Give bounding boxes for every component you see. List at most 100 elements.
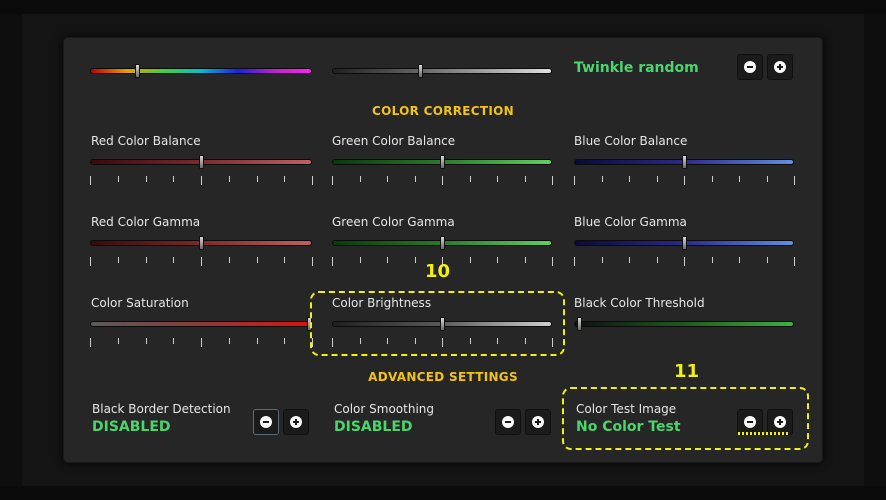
callout-number-10: 10 bbox=[425, 261, 451, 282]
smoothing-label: Color Smoothing bbox=[334, 402, 435, 416]
tick-mark bbox=[469, 338, 471, 344]
blue-gamma-slider[interactable] bbox=[574, 236, 794, 250]
red-gamma-slider[interactable] bbox=[90, 236, 312, 250]
rainbow-slider[interactable] bbox=[90, 64, 312, 78]
brightness-ticks bbox=[332, 338, 553, 348]
settings-panel: Twinkle random COLOR CORRECTION Red Colo… bbox=[64, 38, 822, 462]
tick-mark bbox=[469, 176, 471, 182]
effect-value: Twinkle random bbox=[574, 60, 699, 76]
blue-gamma-thumb[interactable] bbox=[682, 236, 687, 250]
tick-mark bbox=[201, 176, 202, 185]
threshold-thumb[interactable] bbox=[577, 317, 583, 331]
tick-mark bbox=[90, 176, 91, 185]
tick-mark bbox=[387, 257, 388, 263]
right-frame bbox=[864, 14, 886, 486]
tick-mark bbox=[601, 257, 603, 263]
tick-mark bbox=[256, 338, 258, 344]
tick-mark bbox=[552, 176, 553, 185]
callout-number-11: 11 bbox=[674, 361, 700, 382]
tick-mark bbox=[201, 257, 202, 266]
green-balance-slider[interactable] bbox=[332, 155, 552, 169]
tick-mark bbox=[739, 257, 740, 263]
red-balance-slider[interactable] bbox=[90, 155, 312, 169]
green-gamma-slider[interactable] bbox=[332, 236, 552, 250]
tick-mark bbox=[629, 257, 630, 263]
tick-mark bbox=[766, 257, 768, 263]
red-gamma-thumb[interactable] bbox=[199, 236, 204, 250]
tick-mark bbox=[117, 338, 119, 344]
tick-mark bbox=[359, 257, 361, 263]
smoothing-increase-button[interactable] bbox=[525, 409, 551, 435]
saturation-label: Color Saturation bbox=[91, 296, 189, 310]
blue-gamma-label: Blue Color Gamma bbox=[574, 215, 687, 229]
callout-brightness bbox=[310, 291, 565, 356]
plus-icon bbox=[774, 61, 786, 73]
border-detection-value: DISABLED bbox=[92, 419, 171, 435]
smoothing-value: DISABLED bbox=[334, 419, 413, 435]
color-correction-heading: COLOR CORRECTION bbox=[371, 104, 515, 118]
tick-mark bbox=[442, 257, 443, 266]
brightness-slider[interactable] bbox=[332, 317, 552, 331]
tick-mark bbox=[359, 338, 361, 344]
test-image-increase-button[interactable] bbox=[767, 409, 793, 435]
green-balance-thumb[interactable] bbox=[440, 155, 445, 169]
tick-mark bbox=[117, 257, 119, 263]
tick-mark bbox=[228, 338, 230, 344]
tick-mark bbox=[524, 176, 526, 182]
plus-icon bbox=[290, 416, 302, 428]
minus-icon bbox=[744, 61, 756, 73]
border-detection-decrease-button[interactable] bbox=[253, 409, 279, 435]
tick-mark bbox=[574, 176, 575, 185]
red-balance-thumb[interactable] bbox=[199, 155, 204, 169]
blue-balance-ticks bbox=[574, 176, 795, 186]
tick-mark bbox=[524, 338, 526, 344]
tick-mark bbox=[552, 338, 553, 347]
green-gamma-thumb[interactable] bbox=[440, 236, 445, 250]
red-gamma-ticks bbox=[90, 257, 313, 267]
effect-increase-button[interactable] bbox=[767, 54, 793, 80]
smoothing-decrease-button[interactable] bbox=[495, 409, 521, 435]
effect-decrease-button[interactable] bbox=[737, 54, 763, 80]
minus-icon bbox=[502, 416, 514, 428]
tick-mark bbox=[145, 257, 147, 263]
tick-mark bbox=[414, 176, 416, 182]
gray-slider[interactable] bbox=[332, 64, 552, 78]
tick-mark bbox=[684, 176, 685, 185]
brightness-thumb[interactable] bbox=[440, 317, 445, 331]
tick-mark bbox=[284, 338, 286, 344]
tick-mark bbox=[497, 176, 498, 182]
blue-balance-label: Blue Color Balance bbox=[574, 134, 688, 148]
callout-test-image bbox=[562, 387, 809, 450]
green-gamma-ticks bbox=[332, 257, 553, 267]
saturation-slider[interactable] bbox=[90, 317, 312, 331]
test-image-value: No Color Test bbox=[576, 419, 681, 435]
tick-mark bbox=[173, 176, 175, 182]
tick-mark bbox=[332, 338, 333, 347]
tick-mark bbox=[387, 338, 388, 344]
brightness-label: Color Brightness bbox=[332, 296, 432, 310]
tick-mark bbox=[656, 257, 658, 263]
saturation-ticks bbox=[90, 338, 313, 348]
gray-slider-thumb[interactable] bbox=[418, 64, 424, 78]
rainbow-slider-thumb[interactable] bbox=[135, 64, 141, 78]
blue-balance-thumb[interactable] bbox=[682, 155, 687, 169]
tick-mark bbox=[312, 338, 313, 347]
blue-balance-slider[interactable] bbox=[574, 155, 794, 169]
tick-mark bbox=[90, 257, 91, 266]
advanced-settings-heading: ADVANCED SETTINGS bbox=[368, 370, 518, 384]
tick-mark bbox=[387, 176, 388, 182]
tick-mark bbox=[497, 338, 498, 344]
green-gamma-label: Green Color Gamma bbox=[332, 215, 455, 229]
red-balance-label: Red Color Balance bbox=[91, 134, 201, 148]
border-detection-increase-button[interactable] bbox=[283, 409, 309, 435]
test-image-decrease-button[interactable] bbox=[737, 409, 763, 435]
tick-mark bbox=[656, 176, 658, 182]
tick-mark bbox=[552, 257, 553, 266]
blue-gamma-ticks bbox=[574, 257, 795, 267]
red-balance-ticks bbox=[90, 176, 313, 186]
tick-mark bbox=[359, 176, 361, 182]
tick-mark bbox=[256, 257, 258, 263]
tick-mark bbox=[256, 176, 258, 182]
tick-mark bbox=[469, 257, 471, 263]
threshold-slider[interactable] bbox=[574, 317, 794, 331]
